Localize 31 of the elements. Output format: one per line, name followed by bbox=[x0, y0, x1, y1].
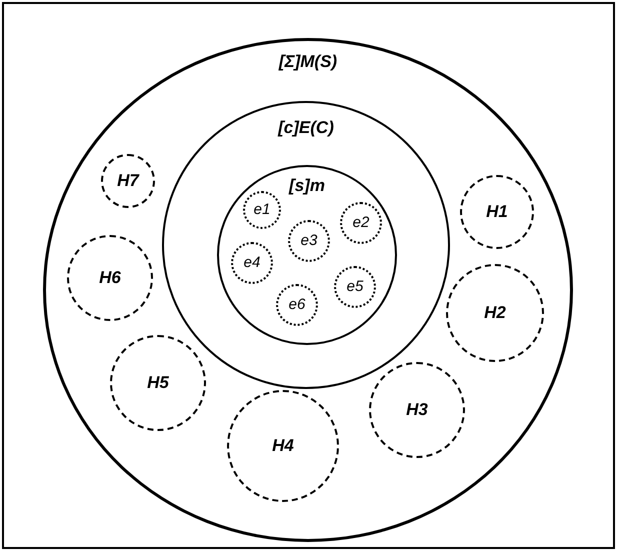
set-label: e4 bbox=[244, 254, 260, 272]
set-circle bbox=[101, 154, 155, 208]
set-label: H7 bbox=[117, 172, 139, 190]
set-label: H3 bbox=[406, 400, 428, 420]
set-label: [c]E(C) bbox=[278, 119, 334, 138]
set-circle bbox=[276, 284, 318, 326]
set-label: [Σ]M(S) bbox=[278, 53, 338, 72]
set-circle bbox=[227, 390, 339, 502]
set-circle bbox=[67, 235, 153, 321]
set-circle bbox=[334, 266, 376, 308]
set-label: H5 bbox=[147, 374, 169, 392]
set-circle bbox=[217, 165, 397, 345]
set-label: e1 bbox=[254, 202, 270, 218]
set-circle bbox=[243, 191, 281, 229]
set-circle bbox=[43, 38, 573, 542]
set-circle bbox=[231, 242, 273, 284]
set-label: H2 bbox=[484, 304, 506, 322]
set-label: H1 bbox=[486, 202, 508, 222]
set-label: e3 bbox=[300, 232, 318, 250]
set-circle bbox=[340, 202, 382, 244]
set-circle bbox=[369, 362, 465, 458]
set-label: H4 bbox=[272, 436, 294, 456]
set-label: H6 bbox=[99, 268, 121, 288]
set-circle bbox=[446, 264, 544, 362]
set-circle bbox=[288, 220, 330, 262]
set-label: e2 bbox=[352, 214, 370, 232]
set-label: e6 bbox=[288, 296, 306, 314]
set-circle bbox=[460, 175, 534, 249]
set-circle bbox=[110, 335, 206, 431]
set-label: [s]m bbox=[289, 177, 325, 196]
set-label: e5 bbox=[346, 278, 364, 296]
